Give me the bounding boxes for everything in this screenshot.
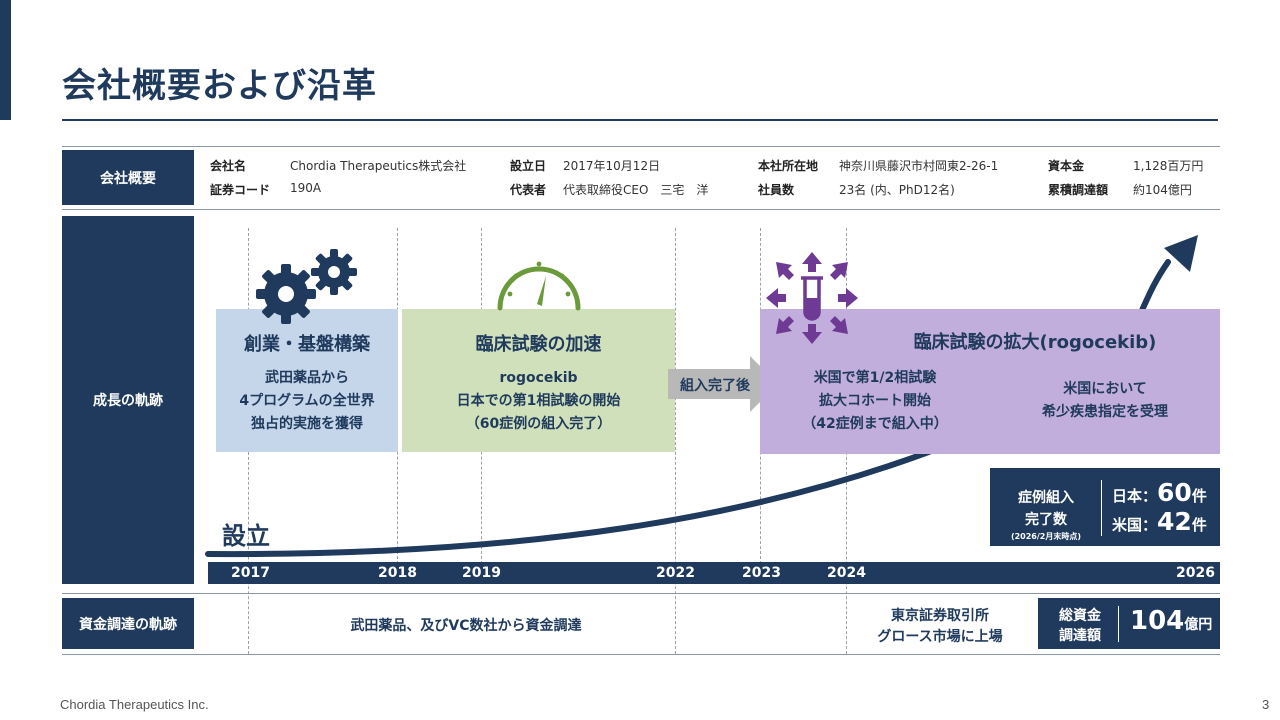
field-key-hq: 本社所在地 (758, 159, 819, 173)
year-2022: 2022 (656, 565, 695, 581)
year-2023: 2023 (742, 565, 781, 581)
funding-top-rule (62, 593, 1220, 594)
enrollment-japan-label: 日本： (1112, 487, 1158, 505)
funding-ipo-line-2: グロース市場に上場 (877, 629, 1003, 645)
phase-acceleration-box (402, 309, 675, 452)
enrollment-us-label: 米国： (1112, 516, 1158, 534)
funding-total-divider (1118, 606, 1119, 642)
overview-label: 会社概要 (62, 150, 194, 205)
field-key-founded: 設立日 (510, 159, 547, 173)
phase-expansion-left-line-3: （42症例まで組入中） (802, 416, 948, 432)
overview-top-rule (62, 146, 1220, 147)
field-value-raised: 約104億円 (1133, 183, 1192, 197)
year-2017: 2017 (231, 565, 270, 581)
phase-founding-line-1: 武田薬品から (265, 370, 349, 386)
phase-founding-line-2: 4プログラムの全世界 (239, 393, 375, 409)
footer-company: Chordia Therapeutics Inc. (60, 697, 209, 712)
overview-bottom-rule (62, 209, 1220, 210)
year-2018: 2018 (378, 565, 417, 581)
phase-acceleration-line-3: （60症例の組入完了） (465, 416, 612, 432)
phase-expansion-title: 臨床試験の拡大(rogocekib) (913, 332, 1157, 353)
year-2024: 2024 (827, 565, 866, 581)
enrollment-us-unit: 件 (1191, 516, 1207, 534)
field-value-company: Chordia Therapeutics株式会社 (290, 159, 467, 173)
phase-founding-title: 創業・基盤構築 (244, 334, 370, 355)
field-value-employees: 23名 (内、PhD12名) (839, 183, 955, 197)
funding-total-label-2: 調達額 (1059, 628, 1101, 644)
enrollment-japan-value: 60 (1157, 478, 1192, 507)
phase-expansion-right-line-1: 米国において (1063, 381, 1147, 397)
gauge-icon (497, 261, 581, 311)
field-key-raised: 累積調達額 (1048, 183, 1109, 197)
field-key-employees: 社員数 (758, 183, 795, 197)
field-value-ceo: 代表取締役CEO 三宅 洋 (563, 183, 709, 197)
phase-founding-line-3: 独占的実施を獲得 (251, 416, 363, 432)
accent-bar (0, 0, 11, 120)
year-bar (208, 562, 1220, 584)
phase-acceleration-line-1: rogocekib (499, 370, 578, 386)
enrollment-note: (2026/2月末時点) (1010, 532, 1082, 541)
field-key-company: 会社名 (210, 159, 247, 173)
enrollment-japan-unit: 件 (1191, 487, 1207, 505)
field-value-capital: 1,128百万円 (1133, 159, 1204, 173)
page-title: 会社概要および沿革 (62, 66, 377, 106)
phase-expansion-left-line-1: 米国で第1/2相試験 (813, 370, 937, 386)
enrollment-arrow-label: 組入完了後 (680, 378, 750, 394)
field-key-ceo: 代表者 (510, 183, 547, 197)
guide-2022 (675, 228, 676, 654)
phase-expansion-box (760, 309, 1220, 454)
funding-total-amount: 104億円 (1130, 606, 1212, 636)
page-number: 3 (1262, 697, 1270, 712)
funding-total-unit: 億円 (1184, 617, 1213, 633)
phase-founding-box (216, 309, 398, 452)
flask-expand-icon (766, 252, 858, 344)
enrollment-japan: 日本：60件 (1112, 478, 1207, 507)
funding-bottom-rule (62, 654, 1220, 655)
enrollment-us: 米国：42件 (1112, 507, 1207, 536)
phase-expansion-right-line-2: 希少疾患指定を受理 (1042, 404, 1168, 420)
funding-ipo-line-1: 東京証券取引所 (891, 608, 989, 624)
funding-total-box (1038, 598, 1220, 649)
year-2019: 2019 (462, 565, 501, 581)
field-key-code: 証券コード (210, 183, 271, 197)
enrollment-divider (1101, 480, 1102, 536)
founding-label: 設立 (222, 522, 270, 550)
enrollment-box (990, 468, 1220, 546)
gears-icon (256, 249, 357, 324)
year-2026: 2026 (1176, 565, 1215, 581)
field-value-founded: 2017年10月12日 (563, 159, 661, 173)
field-key-capital: 資本金 (1048, 159, 1085, 173)
enrollment-label-2: 完了数 (1025, 512, 1067, 528)
enrollment-label-1: 症例組入 (1018, 490, 1074, 506)
funding-total-label-1: 総資金 (1059, 608, 1101, 624)
title-rule (62, 119, 1218, 121)
field-value-hq: 神奈川県藤沢市村岡東2-26-1 (839, 159, 999, 173)
phase-acceleration-title: 臨床試験の加速 (475, 334, 602, 355)
enrollment-arrow (668, 356, 778, 412)
phase-expansion-left-line-2: 拡大コホート開始 (819, 393, 931, 409)
funding-early-text: 武田薬品、及びVC数社から資金調達 (350, 618, 582, 634)
field-value-code: 190A (290, 181, 322, 195)
funding-label: 資金調達の軌跡 (62, 598, 194, 649)
enrollment-us-value: 42 (1157, 507, 1192, 536)
growth-label: 成長の軌跡 (62, 216, 194, 584)
funding-total-value: 104 (1130, 606, 1185, 636)
phase-acceleration-line-2: 日本での第1相試験の開始 (456, 393, 621, 409)
